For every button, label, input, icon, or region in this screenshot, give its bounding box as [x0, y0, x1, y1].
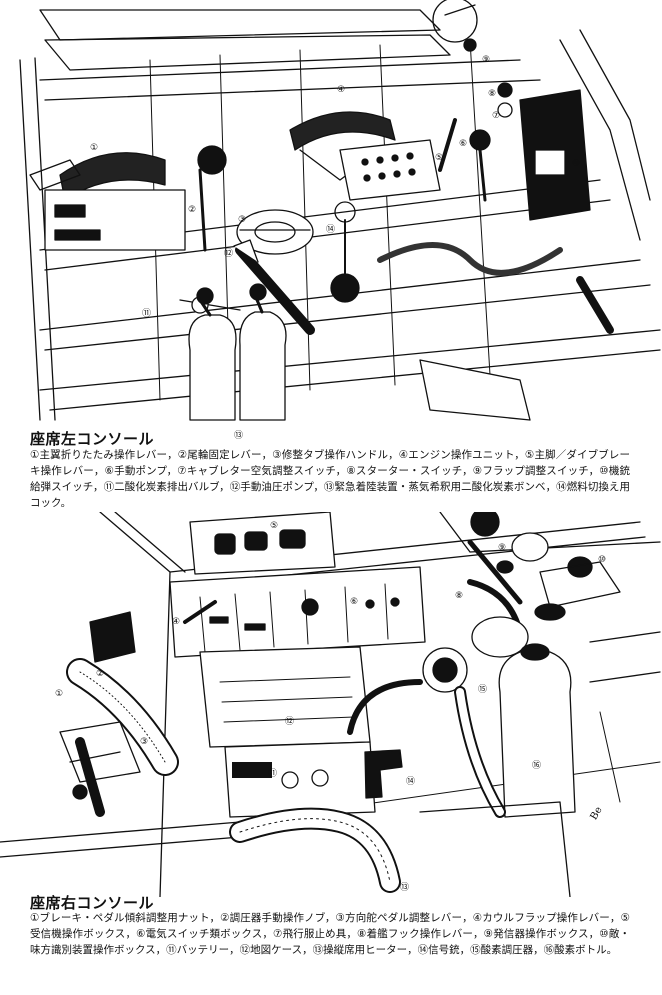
battery [224, 741, 376, 818]
left-console-description: ①主翼折りたたみ操作レバー，②尾輪固定レバー，③修整タブ操作ハンドル，④エンジン… [30, 449, 630, 509]
cockpit-heater-duct [229, 807, 401, 893]
callout-12: ⑫ [285, 716, 294, 727]
callout-13: ⑬ [400, 882, 409, 893]
callout-4: ④ [172, 617, 180, 627]
callout-3: ③ [140, 737, 148, 747]
callout-7: ⑦ [492, 111, 500, 121]
callout-14: ⑭ [406, 776, 415, 787]
brake-pedal-nut [59, 721, 141, 800]
callout-6: ⑥ [459, 139, 467, 149]
callout-12: ⑫ [224, 248, 233, 259]
callout-5: ⑤ [435, 153, 443, 163]
starter-switch [497, 82, 513, 118]
callout-3: ③ [238, 215, 246, 225]
receiver-control-box [189, 512, 336, 575]
iff-control-box [534, 556, 621, 621]
callout-10: ⑩ [572, 159, 580, 169]
callout-8: ⑧ [488, 89, 496, 99]
flight-suit-hook [467, 512, 523, 605]
cowl-flap-lever [183, 600, 217, 624]
callout-8: ⑧ [455, 591, 463, 601]
upper-frame [44, 34, 451, 71]
arresting-hook-lever [467, 579, 529, 658]
callout-16: ⑯ [532, 760, 541, 771]
gun-charging-box [519, 89, 591, 221]
left-console-title: 座席左コンソール [30, 430, 155, 448]
regulator-knob-hose [66, 611, 179, 776]
right-console-drawing: ① ② ③ ④ ⑤ ⑥ ⑦ ⑧ ⑨ ⑩ ⑪ ⑫ ⑬ ⑭ ⑮ ⑯ [0, 512, 661, 897]
tail-wheel-lock-lever [197, 145, 227, 252]
left-console-illustration: ① ② ③ ④ ⑤ ⑥ ⑦ ⑧ ⑨ ⑩ ⑪ ⑫ ⑬ ⑭ [0, 0, 662, 440]
electrical-switch-box [169, 566, 426, 658]
transmitter-control-box [496, 532, 549, 574]
right-console-title: 座席右コンソール [30, 894, 155, 912]
callout-10: ⑩ [598, 555, 606, 565]
callout-14: ⑭ [326, 224, 335, 235]
fuel-selector-cock [330, 201, 360, 303]
callout-2: ② [96, 669, 104, 679]
wing-fold-lever [29, 152, 186, 251]
map-case [199, 646, 371, 748]
hand-pump [469, 129, 491, 202]
callout-9: ⑨ [498, 543, 506, 553]
callout-1: ① [55, 689, 63, 699]
callout-2: ② [188, 205, 196, 215]
callout-15: ⑮ [478, 684, 487, 695]
callout-1: ① [90, 143, 98, 153]
right-console-illustration: ① ② ③ ④ ⑤ ⑥ ⑦ ⑧ ⑨ ⑩ ⑪ ⑫ ⑬ ⑭ ⑮ ⑯ [0, 512, 662, 897]
callout-11: ⑪ [268, 768, 277, 779]
oxygen-regulator [347, 647, 468, 735]
canopy-rail [39, 9, 441, 41]
callout-13: ⑬ [234, 430, 243, 440]
oxygen-bottle [454, 643, 576, 818]
callout-4: ④ [337, 85, 345, 95]
main-gear-dive-brake-panel [339, 118, 457, 201]
co2-bottles [188, 283, 287, 421]
callout-11: ⑪ [142, 308, 151, 319]
flap-switch-gauge [432, 0, 478, 52]
signal-pistol [364, 749, 403, 799]
left-console-drawing: ① ② ③ ④ ⑤ ⑥ ⑦ ⑧ ⑨ ⑩ ⑪ ⑫ ⑬ ⑭ [19, 0, 661, 440]
rudder-pedal-lever [69, 737, 121, 817]
callout-6: ⑥ [350, 597, 358, 607]
callout-7: ⑦ [472, 515, 480, 525]
callout-5: ⑤ [270, 521, 278, 531]
callout-9: ⑨ [482, 55, 490, 65]
trim-tab-handle [236, 209, 314, 255]
right-console-description: ①ブレーキ・ペダル傾斜調整用ナット，②調圧器手動操作ノブ，③方向舵ペダル調整レバ… [30, 912, 630, 956]
hand-hydraulic-pump [233, 239, 315, 335]
